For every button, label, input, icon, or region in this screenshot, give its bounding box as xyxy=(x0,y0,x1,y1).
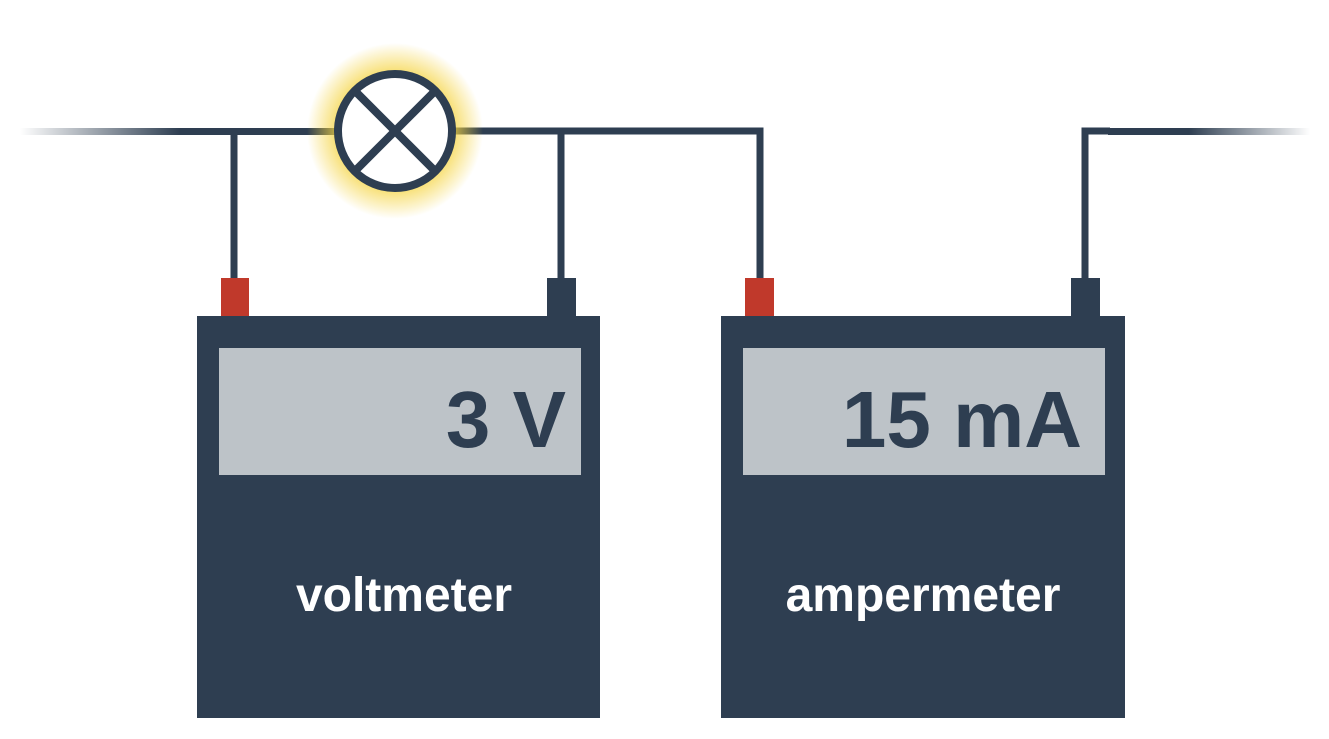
ampermeter-positive-terminal xyxy=(745,278,774,318)
wire-lamp-to-ampermeter xyxy=(455,127,764,280)
wire-ampermeter-negative xyxy=(1081,127,1110,280)
lamp-icon xyxy=(307,43,483,219)
voltmeter-label: voltmeter xyxy=(296,569,512,622)
voltmeter-reading: 3 V xyxy=(446,375,566,464)
ampermeter-display xyxy=(743,348,1105,475)
voltmeter-positive-terminal xyxy=(221,278,249,318)
ampermeter-label: ampermeter xyxy=(786,569,1061,622)
voltmeter-display xyxy=(219,348,581,475)
ampermeter-reading: 15 mA xyxy=(842,375,1082,464)
ampermeter: 15 mA ampermeter xyxy=(721,278,1125,718)
wire-left-input xyxy=(20,128,340,135)
wire-right-output xyxy=(1108,128,1310,135)
voltmeter-negative-terminal xyxy=(547,278,576,318)
voltmeter: 3 V voltmeter xyxy=(197,278,600,718)
ampermeter-negative-terminal xyxy=(1071,278,1100,318)
